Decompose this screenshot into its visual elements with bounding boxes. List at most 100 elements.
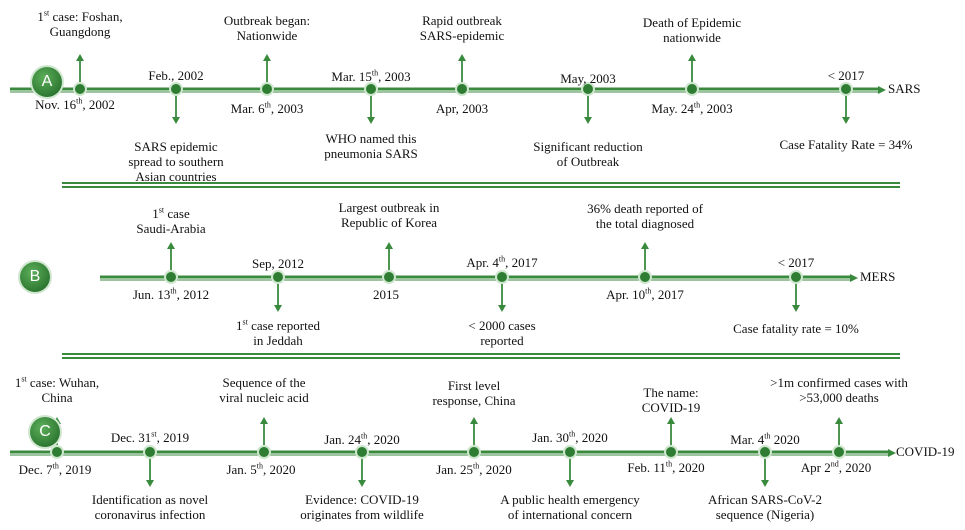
event-arrowhead <box>172 117 180 124</box>
event-date: Apr. 4th, 2017 <box>466 254 538 270</box>
event-date: Apr, 2003 <box>435 101 489 116</box>
event-arrowhead <box>470 417 478 424</box>
event-arrowhead <box>146 480 154 487</box>
event-arrowhead <box>263 54 271 61</box>
row-end-label: COVID-19 <box>896 444 955 459</box>
event-date: May, 2003 <box>560 71 616 86</box>
timeline-node <box>382 270 396 284</box>
event-note: Outbreak began:Nationwide <box>223 13 311 43</box>
row-tag-c: C <box>30 417 60 447</box>
timeline-node <box>839 82 853 96</box>
timeline-node <box>455 82 469 96</box>
event-date: Apr. 10th, 2017 <box>606 286 684 302</box>
event-date: Sep, 2012 <box>252 256 304 271</box>
event-note: >1m confirmed cases with>53,000 deaths <box>770 375 908 405</box>
event-note: 1st case: Wuhan,China <box>14 374 100 405</box>
event-date: Dec. 7th, 2019 <box>18 461 92 477</box>
event-arrowhead <box>761 480 769 487</box>
event-date: Feb., 2002 <box>148 68 204 83</box>
row-tag-a: A <box>32 67 62 97</box>
timeline-node <box>563 445 577 459</box>
event-arrowhead <box>667 417 675 424</box>
timeline-node <box>758 445 772 459</box>
event-note: The name:COVID-19 <box>641 385 701 415</box>
timeline-node <box>638 270 652 284</box>
event-arrowhead <box>688 54 696 61</box>
event-date: Mar. 15th, 2003 <box>331 68 411 84</box>
timeline-node <box>685 82 699 96</box>
event-arrowhead <box>260 417 268 424</box>
event-date: Mar. 6th, 2003 <box>230 100 304 116</box>
timeline-node <box>495 270 509 284</box>
event-date: Feb. 11th, 2020 <box>627 459 705 475</box>
event-arrowhead <box>584 117 592 124</box>
event-date: Jan. 30th, 2020 <box>532 429 608 445</box>
event-date: May. 24th, 2003 <box>651 100 733 116</box>
event-arrowhead <box>842 117 850 124</box>
event-arrowhead <box>835 417 843 424</box>
timeline-node <box>581 82 595 96</box>
timeline-node <box>143 445 157 459</box>
timeline-node <box>257 445 271 459</box>
event-date: Jun. 13th, 2012 <box>132 286 210 302</box>
event-date: Jan. 24th, 2020 <box>324 431 400 447</box>
timeline-node <box>169 82 183 96</box>
timeline-node <box>73 82 87 96</box>
timeline-node <box>664 445 678 459</box>
event-arrowhead <box>274 305 282 312</box>
event-arrowhead <box>566 480 574 487</box>
row-tag-b: B <box>20 262 50 292</box>
event-arrowhead <box>641 242 649 249</box>
timeline-node <box>260 82 274 96</box>
event-note: Case Fatality Rate = 34% <box>779 137 913 152</box>
event-note: Case fatality rate = 10% <box>733 321 859 336</box>
event-arrowhead <box>358 480 366 487</box>
timeline-node <box>467 445 481 459</box>
event-date: Dec. 31st, 2019 <box>110 429 190 445</box>
event-arrowhead <box>167 242 175 249</box>
event-date: Apr 2nd, 2020 <box>800 459 872 475</box>
axis-arrowhead <box>850 274 858 282</box>
event-date: Mar. 4th 2020 <box>730 431 800 447</box>
axis-arrowhead <box>878 86 886 94</box>
event-arrowhead <box>385 242 393 249</box>
row-end-label: MERS <box>860 269 896 284</box>
timeline-node <box>364 82 378 96</box>
event-date: < 2017 <box>827 68 865 83</box>
event-date: Jan. 5th, 2020 <box>226 461 296 477</box>
row-end-label: SARS <box>888 81 921 96</box>
event-arrowhead <box>367 117 375 124</box>
timeline-node <box>789 270 803 284</box>
event-arrowhead <box>458 54 466 61</box>
event-arrowhead <box>76 54 84 61</box>
timeline-node <box>50 445 64 459</box>
timeline-node <box>832 445 846 459</box>
axis-arrowhead <box>888 449 896 457</box>
event-arrowhead <box>792 305 800 312</box>
event-arrowhead <box>498 305 506 312</box>
event-date: Nov. 16th, 2002 <box>35 96 115 112</box>
event-note: 1st case: Foshan,Guangdong <box>37 8 123 39</box>
event-date: 2015 <box>373 287 399 302</box>
event-date: Jan. 25th, 2020 <box>436 461 512 477</box>
event-date: < 2017 <box>777 255 815 270</box>
timeline-node <box>355 445 369 459</box>
timeline-node <box>164 270 178 284</box>
